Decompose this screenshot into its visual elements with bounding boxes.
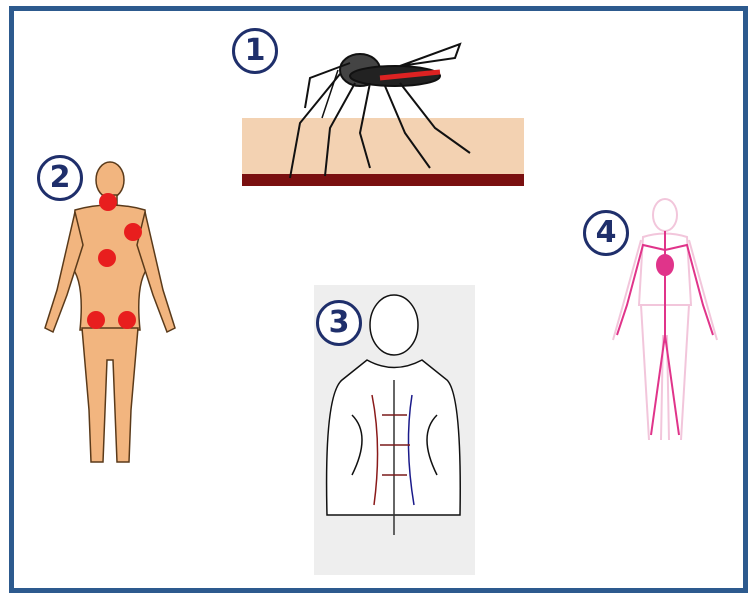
step-3-panel: 3	[312, 285, 477, 575]
mosquito-bite-illustration	[230, 28, 530, 193]
blood-vessels	[617, 231, 713, 435]
step-3-badge: 3	[316, 300, 362, 346]
circulatory-figure-illustration	[583, 195, 723, 445]
body-with-spots-illustration	[35, 150, 195, 475]
step-4-panel: 4	[583, 195, 723, 445]
step-1-panel: 1	[230, 28, 530, 193]
step-2-panel: 2	[35, 150, 195, 475]
